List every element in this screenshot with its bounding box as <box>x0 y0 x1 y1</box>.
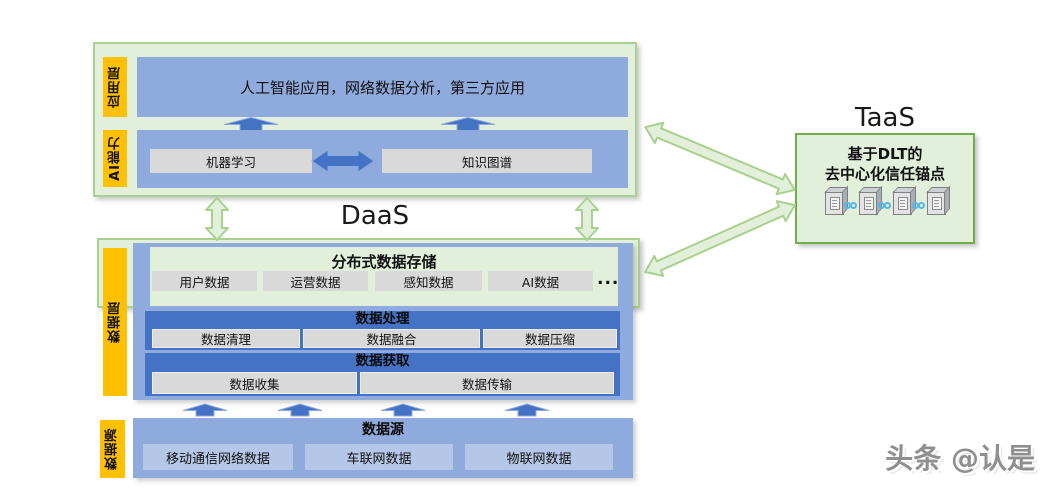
diagonal-double-arrow-icon <box>644 200 796 277</box>
machine-learning-chip: 机器学习 <box>150 149 312 173</box>
block-icon <box>858 191 878 215</box>
vertical-double-arrow-icon <box>575 197 599 241</box>
iot-data-chip: 物联网数据 <box>465 444 613 470</box>
data-transmission-chip: 数据传输 <box>360 372 614 394</box>
data-processing-title: 数据处理 <box>355 311 410 327</box>
knowledge-graph-chip: 知识图谱 <box>382 149 592 173</box>
mobile-network-data-chip: 移动通信网络数据 <box>143 444 293 470</box>
ledger-icon <box>863 197 874 210</box>
chain-link-icon <box>911 202 927 210</box>
block-icon <box>926 191 946 215</box>
ai-data-chip: AI数据 <box>488 271 593 291</box>
taas-line1: 基于DLT的 <box>847 145 923 163</box>
app-layer-label: 应用层 <box>103 57 127 117</box>
up-arrow-icon <box>182 403 228 417</box>
distributed-storage-title: 分布式数据存储 <box>331 253 437 271</box>
app-layer-content-box: 人工智能应用，网络数据分析，第三方应用 <box>137 57 628 117</box>
diagonal-double-arrow-icon <box>644 121 796 196</box>
taas-line2: 去中心化信任锚点 <box>824 165 945 183</box>
ledger-icon <box>897 197 908 210</box>
data-cleaning-chip: 数据清理 <box>152 329 300 348</box>
chain-link-icon <box>843 202 859 210</box>
block-icon <box>824 191 844 215</box>
data-source-label: 数据源 <box>100 420 125 478</box>
chain-link-icon <box>877 202 893 210</box>
taas-box: 基于DLT的 去中心化信任锚点 <box>795 133 975 244</box>
ledger-icon <box>829 197 840 210</box>
data-source-title: 数据源 <box>362 422 404 438</box>
up-arrow-icon <box>504 403 550 417</box>
operation-data-chip: 运营数据 <box>263 271 368 291</box>
data-acquisition-title: 数据获取 <box>355 353 410 369</box>
ai-layer-label: AI能力 <box>103 130 127 187</box>
block-icon <box>892 191 912 215</box>
ledger-icon <box>931 197 942 210</box>
more-data-ellipsis: ... <box>597 269 620 289</box>
data-collection-chip: 数据收集 <box>152 372 357 394</box>
up-arrow-icon <box>277 403 323 417</box>
daas-title: DaaS <box>340 201 410 231</box>
watermark: 头条 @认是 <box>885 442 1035 475</box>
data-compression-chip: 数据压缩 <box>483 329 617 348</box>
vehicle-network-data-chip: 车联网数据 <box>305 444 453 470</box>
app-layer-content: 人工智能应用，网络数据分析，第三方应用 <box>239 78 525 97</box>
taas-title: TaaS <box>855 103 915 133</box>
data-fusion-chip: 数据融合 <box>303 329 480 348</box>
blockchain-graphic <box>797 191 973 215</box>
perception-data-chip: 感知数据 <box>375 271 482 291</box>
user-data-chip: 用户数据 <box>152 271 257 291</box>
up-arrow-icon <box>380 403 426 417</box>
vertical-double-arrow-icon <box>205 197 229 241</box>
data-layer-label: 数据层 <box>103 248 127 396</box>
